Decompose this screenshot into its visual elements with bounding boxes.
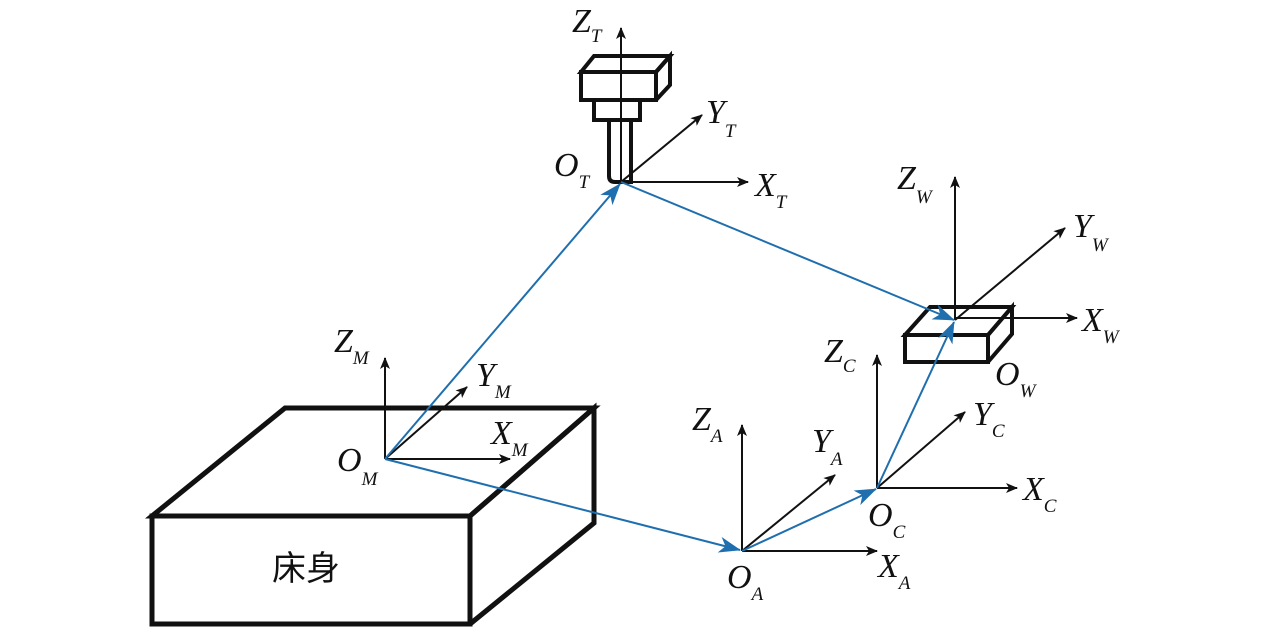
x-w-label: XW xyxy=(1080,302,1121,348)
y-m-label: YM xyxy=(476,357,512,403)
z-t-label: ZT xyxy=(572,3,603,47)
x-a-label: XA xyxy=(876,548,911,594)
y-c-axis xyxy=(876,411,966,489)
frame-c-axes xyxy=(872,354,1018,493)
bed-front-face xyxy=(149,513,473,627)
y-t-label: YT xyxy=(706,94,737,142)
z-m-label: ZM xyxy=(334,323,370,369)
frame-w-axes xyxy=(950,176,1078,323)
z-a-label: ZA xyxy=(692,401,723,447)
vector-a-to-c xyxy=(741,488,877,552)
y-w-label: YW xyxy=(1073,208,1110,256)
frame-m-labels: ZM YM XM OM xyxy=(334,323,529,490)
frame-c-labels: ZC YC XC OC xyxy=(824,333,1057,543)
tool-shank xyxy=(607,120,633,184)
tool-head-side xyxy=(654,50,672,102)
frame-a-labels: ZA YA XA OA xyxy=(692,401,911,605)
tool xyxy=(576,50,675,184)
machine-bed: 床身 xyxy=(144,402,601,627)
origin-a-label: OA xyxy=(727,559,764,605)
frame-t-axes xyxy=(616,27,749,187)
workpiece-side xyxy=(986,301,1014,364)
y-w-axis xyxy=(954,227,1066,321)
tool-neck xyxy=(592,98,642,122)
y-a-axis xyxy=(741,474,836,552)
x-t-label: XT xyxy=(753,167,788,213)
bed-label: 床身 xyxy=(272,549,340,589)
origin-m-label: OM xyxy=(337,442,379,490)
x-m-label: XM xyxy=(489,415,529,461)
origin-c-label: OC xyxy=(868,497,906,543)
z-w-label: ZW xyxy=(897,160,934,208)
vector-m-to-a xyxy=(384,458,741,553)
origin-t-label: OT xyxy=(554,147,591,193)
z-c-label: ZC xyxy=(824,333,856,377)
frame-t-labels: ZT YT XT OT xyxy=(554,3,788,213)
y-m-axis xyxy=(384,386,468,460)
vector-c-to-w xyxy=(876,321,955,489)
transform-vectors xyxy=(384,181,955,553)
y-c-label: YC xyxy=(973,396,1005,442)
bed-top-face xyxy=(144,405,601,519)
bed-side-face xyxy=(468,402,597,626)
vector-t-to-w xyxy=(620,181,955,321)
y-t-axis xyxy=(620,114,703,183)
vector-m-to-t xyxy=(384,183,621,460)
workpiece xyxy=(900,301,1017,364)
origin-w-label: OW xyxy=(995,356,1038,402)
workpiece-top xyxy=(900,305,1017,337)
frame-m-axes xyxy=(380,357,511,464)
frame-w-labels: ZW YW XW OW xyxy=(897,160,1121,402)
x-c-label: XC xyxy=(1021,471,1057,517)
tool-head-front xyxy=(579,70,658,102)
frame-a-axes xyxy=(737,424,878,556)
y-a-label: YA xyxy=(812,423,843,470)
